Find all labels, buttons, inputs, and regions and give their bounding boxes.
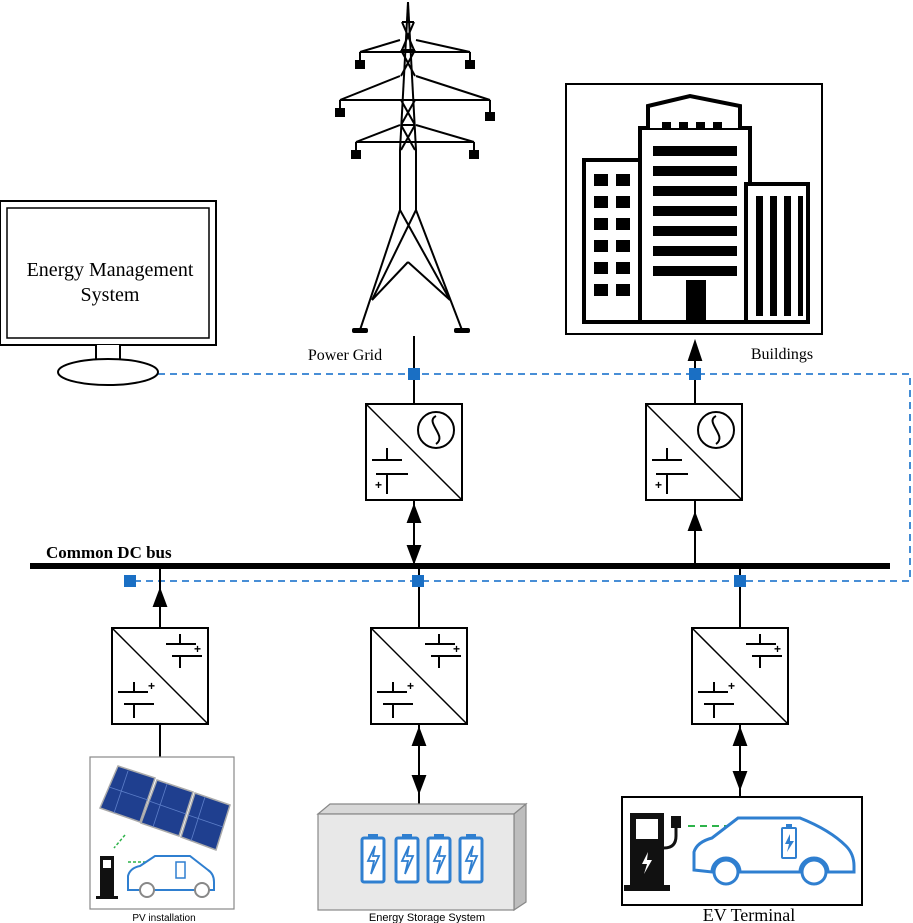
comm-node-buildings	[689, 368, 701, 380]
ems-label-line1: Energy Management	[27, 259, 194, 281]
comm-node-pv	[124, 575, 136, 587]
storage-cabinet	[316, 802, 528, 912]
ev-terminal	[621, 796, 863, 906]
car-icon	[692, 816, 856, 886]
converter-icon	[111, 627, 209, 725]
ev-label: EV Terminal	[703, 905, 796, 923]
charger-icon	[624, 813, 681, 891]
comm-node-grid	[408, 368, 420, 380]
communication-lines	[130, 373, 911, 582]
comm-node-ev	[734, 575, 746, 587]
battery-icon	[426, 832, 452, 884]
building-icon	[565, 83, 823, 335]
pv-label: PV installation	[132, 913, 195, 923]
solar-panel-icon	[98, 765, 231, 851]
converter-icon	[370, 627, 468, 725]
car-icon	[127, 855, 215, 898]
battery-icon	[458, 832, 484, 884]
battery-icon	[360, 832, 386, 884]
pv-connection	[152, 568, 168, 757]
converter-icon	[691, 627, 789, 725]
ems-label-line2: System	[81, 284, 140, 306]
comm-node-storage	[412, 575, 424, 587]
dc-bus-label: Common DC bus	[46, 543, 172, 562]
converter-icon	[645, 403, 743, 501]
storage-label: Energy Storage System	[369, 912, 485, 923]
converter-icon	[365, 403, 463, 501]
charger-icon	[96, 856, 118, 899]
transmission-tower-icon	[339, 1, 491, 331]
storage-connection	[411, 568, 427, 804]
ems-monitor: Energy Management System	[0, 200, 217, 386]
tower-insulators	[335, 60, 495, 333]
buildings-label: Buildings	[751, 346, 813, 363]
pv-installation	[89, 756, 235, 910]
power-grid-label: Power Grid	[308, 347, 382, 364]
comm-nodes	[124, 368, 746, 587]
battery-icon	[394, 832, 420, 884]
